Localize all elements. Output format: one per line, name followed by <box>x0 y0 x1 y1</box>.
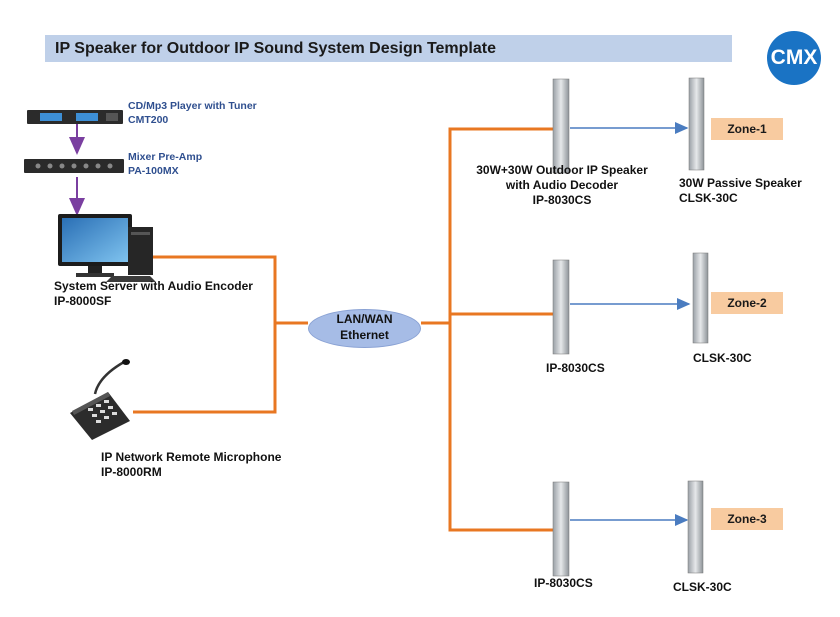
network-wires <box>133 127 553 532</box>
passive-speaker-icon <box>692 252 709 344</box>
ip-speaker-label: IP-8030CS <box>534 576 593 590</box>
zone-label: Zone-3 <box>711 508 783 530</box>
passive-speaker-icon <box>688 77 705 171</box>
ip-speaker-icon <box>552 78 570 174</box>
ip-speaker-label: IP-8030CS <box>546 361 605 375</box>
ip-speaker-icon <box>552 481 570 577</box>
ip-speaker-icon <box>552 259 570 355</box>
passive-speaker-icon <box>687 480 704 574</box>
diagram-title: IP Speaker for Outdoor IP Sound System D… <box>45 35 732 62</box>
passive-speaker-label: CLSK-30C <box>693 351 752 365</box>
zone-label: Zone-1 <box>711 118 783 140</box>
passive-speaker-label: 30W Passive Speaker CLSK-30C <box>679 176 802 205</box>
speaker-signal-arrows <box>570 122 691 526</box>
microphone-icon <box>70 359 130 440</box>
ip-speaker-label: 30W+30W Outdoor IP Speaker with Audio De… <box>476 163 648 207</box>
zone-label: Zone-2 <box>711 292 783 314</box>
passive-speaker-label: CLSK-30C <box>673 580 732 594</box>
cd-player-icon <box>27 110 123 124</box>
server-computer-icon <box>58 214 156 282</box>
network-cloud <box>308 309 421 348</box>
mixer-icon <box>24 159 124 173</box>
cmx-logo: CMX <box>767 31 821 85</box>
